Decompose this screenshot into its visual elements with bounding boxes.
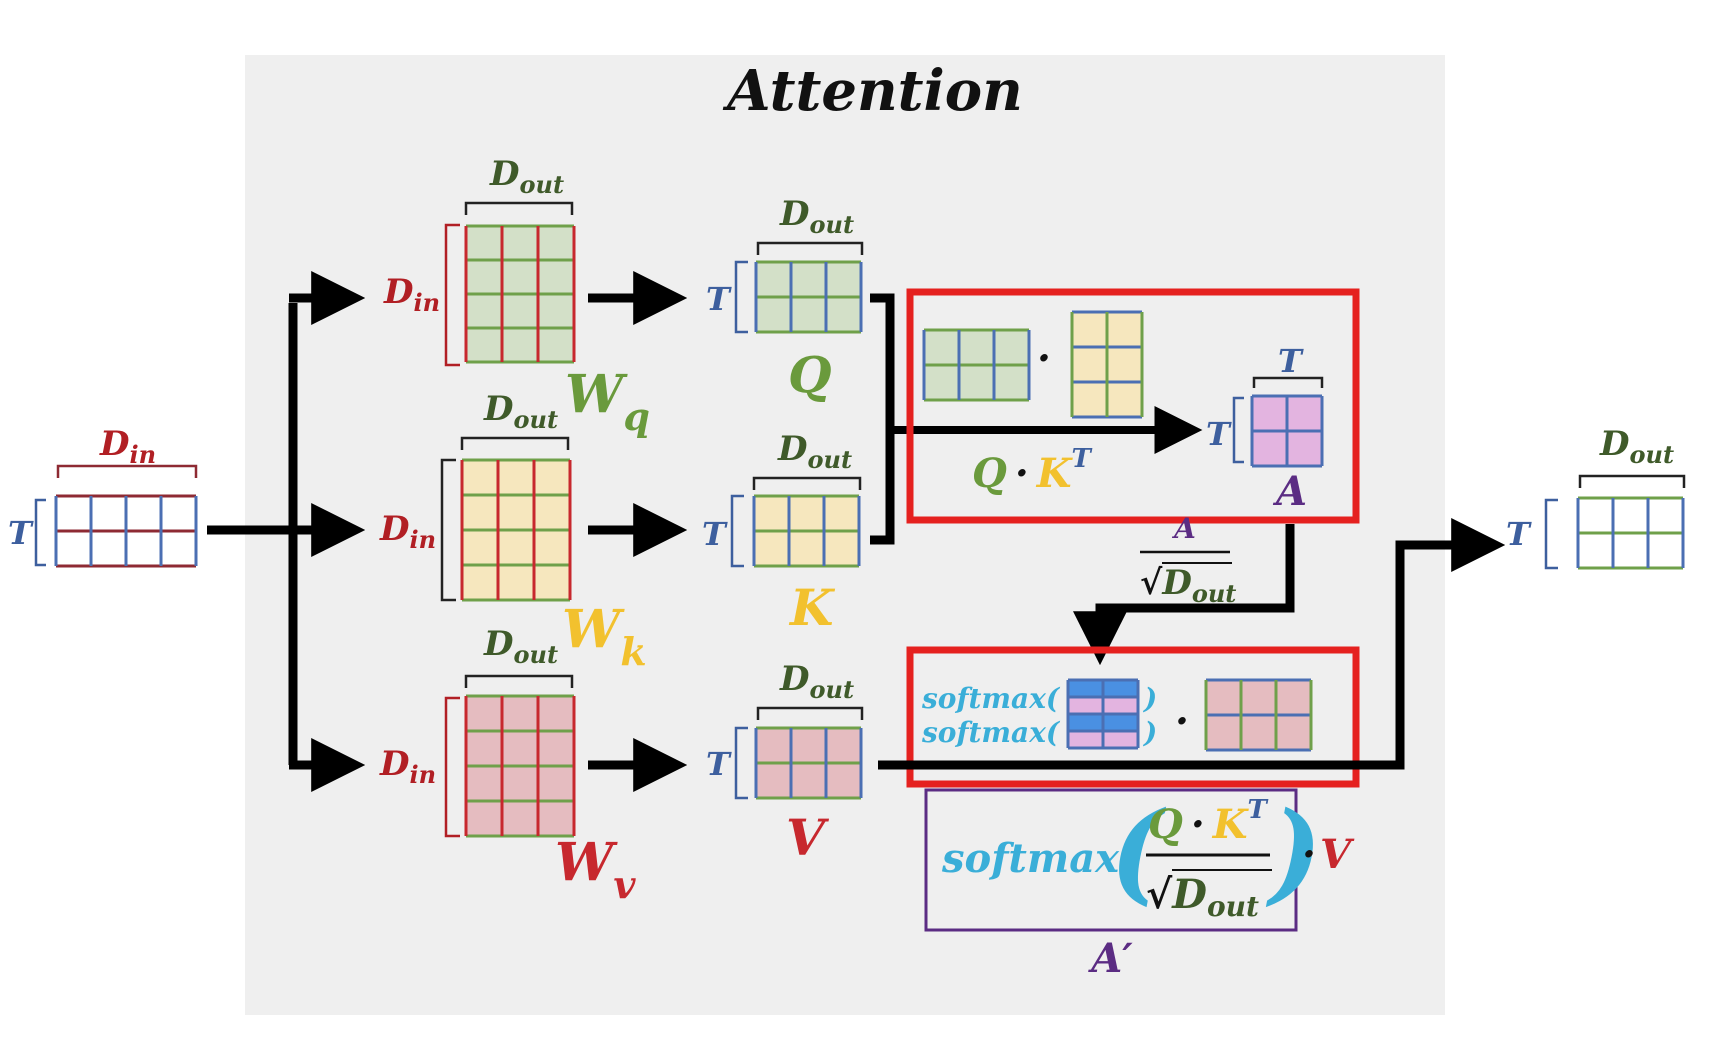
- scale-numerator-a: A: [1171, 512, 1196, 545]
- q-top-brace: [756, 241, 864, 255]
- a-side-bracket: [1232, 396, 1244, 464]
- softmax-matrix: [1066, 678, 1140, 750]
- wv-matrix: [464, 694, 576, 838]
- k-top-brace: [752, 476, 862, 490]
- v-matrix: [754, 726, 863, 800]
- wq-din-label: Din: [383, 272, 440, 317]
- qk-product-box: [906, 288, 1360, 524]
- input-t-label: T: [8, 514, 34, 552]
- k-group: Dout T K: [702, 429, 862, 637]
- v-t-label: T: [706, 745, 732, 783]
- v-group: Dout T V: [706, 659, 864, 867]
- softmax-dot-symbol: ·: [1175, 698, 1189, 745]
- wv-top-brace: [464, 674, 574, 688]
- qk-kt-matrix: [1070, 310, 1144, 419]
- q-matrix: [754, 260, 863, 334]
- v-label: V: [786, 808, 830, 867]
- formula-open-paren: (: [1110, 787, 1167, 916]
- wq-label: Wq: [565, 364, 650, 439]
- q-group: Dout T Q: [706, 194, 864, 404]
- softmax-label-2: softmax(: [921, 716, 1061, 749]
- v-dout-label: Dout: [779, 659, 854, 704]
- output-matrix: [1576, 496, 1685, 570]
- wq-group: Dout Din Wq: [383, 154, 650, 439]
- a-matrix: [1250, 394, 1324, 468]
- a-prime-label: A′: [1087, 935, 1133, 982]
- k-label: K: [788, 578, 836, 637]
- a-t-side-label: T: [1206, 415, 1232, 453]
- input-side-bracket: [34, 498, 46, 567]
- q-label: Q: [788, 345, 832, 404]
- wq-dout-label: Dout: [489, 154, 564, 199]
- wk-group: Dout Din Wk: [379, 389, 647, 674]
- wv-din-label: Din: [379, 744, 436, 789]
- input-matrix: [54, 494, 198, 568]
- input-top-brace: [56, 464, 198, 478]
- k-matrix: [752, 494, 861, 568]
- softmax-label-1: softmax(: [921, 682, 1061, 715]
- attention-formula-box: [924, 788, 1298, 932]
- k-side-bracket: [730, 494, 744, 568]
- softmax-close-1: ): [1142, 682, 1157, 715]
- wq-side-bracket: [444, 223, 460, 367]
- wk-dout-label: Dout: [483, 389, 558, 434]
- input-matrix-group: Din T: [8, 424, 198, 568]
- wk-matrix: [460, 458, 572, 602]
- wk-top-brace: [460, 436, 570, 450]
- softmax-product-box: [906, 646, 1360, 788]
- formula-dot-v: ·V: [1302, 831, 1355, 878]
- v-side-bracket: [734, 726, 748, 800]
- formula-softmax-word: softmax: [941, 835, 1120, 882]
- wk-din-label: Din: [379, 509, 436, 554]
- v-top-brace: [756, 706, 864, 720]
- output-side-bracket: [1544, 498, 1558, 570]
- qk-formula: Q·KT: [972, 444, 1093, 497]
- wv-side-bracket: [444, 696, 460, 838]
- softmax-close-2: ): [1142, 716, 1157, 749]
- k-dout-label: Dout: [777, 429, 852, 474]
- formula-close-paren: ): [1265, 787, 1322, 916]
- output-dout-label: Dout: [1599, 424, 1674, 469]
- output-t-label: T: [1506, 515, 1532, 553]
- diagram-title: Attention: [722, 58, 1023, 124]
- wv-label: Wv: [555, 832, 636, 907]
- qk-merge-bracket: [870, 293, 895, 545]
- qk-dot-symbol: ·: [1037, 335, 1051, 382]
- q-side-bracket: [734, 260, 748, 334]
- output-matrix-group: Dout T: [1506, 424, 1686, 570]
- qk-q-matrix: [922, 328, 1031, 402]
- v-to-output-line: [878, 518, 1506, 770]
- output-top-brace: [1578, 474, 1686, 488]
- q-t-label: T: [706, 280, 732, 318]
- wk-label: Wk: [562, 599, 647, 674]
- input-din-label: Din: [99, 424, 156, 469]
- scale-denominator: √Dout: [1140, 563, 1236, 608]
- arrow-a-to-softmax: [1073, 524, 1295, 666]
- q-dout-label: Dout: [779, 194, 854, 239]
- a-top-brace: [1252, 376, 1324, 388]
- wk-side-bracket: [440, 458, 456, 602]
- wv-group: Dout Din Wv: [379, 624, 636, 907]
- softmax-v-matrix: [1204, 678, 1313, 752]
- wq-top-brace: [464, 201, 574, 215]
- formula-denominator: √Dout: [1146, 871, 1259, 923]
- a-t-top-label: T: [1278, 342, 1304, 380]
- wq-matrix: [464, 224, 576, 364]
- wv-dout-label: Dout: [483, 624, 558, 669]
- formula-numerator: Q·KT: [1148, 795, 1269, 848]
- k-t-label: T: [702, 515, 728, 553]
- a-label: A: [1272, 468, 1307, 515]
